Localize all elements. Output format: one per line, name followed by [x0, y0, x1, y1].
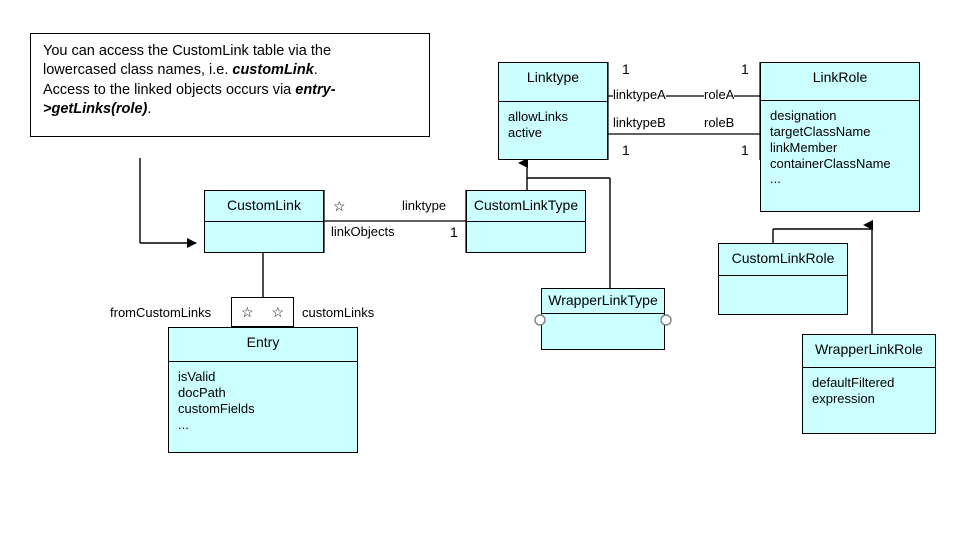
class-wrapper-link-role[interactable]: WrapperLinkRole defaultFiltered expressi… — [802, 334, 936, 434]
class-wrapper-link-role-attributes: defaultFiltered expression — [803, 368, 935, 433]
note-line-4-emphasis: >getLinks(role) — [43, 100, 148, 117]
attribute: customFields — [178, 400, 255, 416]
mult-linktype-a-target: 1 — [741, 61, 749, 77]
note-line-1: You can access the CustomLink table via … — [43, 43, 332, 59]
class-linktype-attributes: allowLinks active — [499, 102, 607, 159]
attribute: containerClassName — [770, 155, 891, 171]
class-linktype-name: Linktype — [526, 69, 580, 85]
class-custom-link-attributes — [205, 222, 323, 252]
role-from-custom-links: fromCustomLinks — [110, 305, 212, 320]
role-linktype-b: linktypeB — [613, 115, 666, 130]
class-wrapper-link-role-name: WrapperLinkRole — [815, 341, 923, 357]
attribute: linkMember — [770, 139, 838, 155]
note-line-4-suffix: . — [147, 100, 152, 117]
mult-custom-link-star: ☆ — [333, 198, 346, 214]
attribute: ... — [770, 171, 781, 187]
class-wrapper-link-type-name: WrapperLinkType — [548, 292, 658, 308]
note-line-2-emphasis: customLink — [232, 62, 314, 79]
mult-custom-link-type: 1 — [450, 224, 458, 240]
class-link-role[interactable]: LinkRole designation targetClassName lin… — [760, 62, 920, 212]
role-role-b: roleB — [704, 115, 735, 130]
attribute: expression — [812, 390, 875, 406]
role-role-a: roleA — [704, 87, 735, 102]
note-line-2-suffix: . — [313, 62, 318, 79]
class-custom-link-divider — [205, 221, 323, 222]
attribute: ... — [178, 416, 189, 432]
role-linktype-a: linktypeA — [613, 87, 666, 102]
class-link-role-name: LinkRole — [812, 69, 868, 85]
class-entry[interactable]: Entry isValid docPath customFields ... — [168, 327, 358, 453]
class-link-role-divider — [761, 100, 919, 101]
class-linktype-divider — [499, 101, 607, 102]
attribute: isValid — [178, 369, 216, 384]
mult-custom-links-star: ☆ — [271, 304, 285, 320]
class-wrapper-link-type[interactable]: WrapperLinkType — [541, 288, 665, 350]
role-custom-links: customLinks — [302, 305, 375, 320]
class-custom-link-role-attributes — [719, 276, 847, 314]
attribute: designation — [770, 108, 837, 123]
class-custom-link-type[interactable]: CustomLinkType — [466, 190, 586, 253]
class-entry-divider — [169, 361, 357, 362]
entry-association-multiplicity-box: ☆ ☆ — [231, 297, 294, 327]
class-custom-link-role-divider — [719, 275, 847, 276]
mult-linktype-a-source: 1 — [622, 61, 630, 77]
class-custom-link[interactable]: CustomLink — [204, 190, 324, 253]
class-custom-link-type-attributes — [467, 222, 585, 252]
attribute: defaultFiltered — [812, 375, 895, 390]
class-entry-name: Entry — [246, 334, 280, 350]
mult-linktype-b-source: 1 — [622, 142, 630, 158]
attribute: allowLinks — [508, 109, 568, 124]
class-custom-link-name: CustomLink — [227, 197, 301, 213]
class-custom-link-role-name: CustomLinkRole — [731, 250, 835, 266]
attribute: docPath — [178, 384, 226, 400]
class-entry-attributes: isValid docPath customFields ... — [169, 362, 357, 452]
class-wrapper-link-role-divider — [803, 367, 935, 368]
role-link-objects: linkObjects — [331, 224, 395, 239]
class-custom-link-type-divider — [467, 221, 585, 222]
role-linktype: linktype — [402, 198, 447, 213]
attribute: targetClassName — [770, 123, 871, 139]
class-wrapper-link-type-attributes — [542, 314, 664, 349]
class-linktype[interactable]: Linktype allowLinks active — [498, 62, 608, 160]
note-line-3-prefix: Access to the linked objects occurs via — [43, 81, 296, 98]
class-custom-link-role[interactable]: CustomLinkRole — [718, 243, 848, 315]
class-custom-link-type-name: CustomLinkType — [473, 197, 579, 213]
note-line-3-emphasis: entry- — [295, 81, 336, 98]
mult-linktype-b-target: 1 — [741, 142, 749, 158]
explanatory-note: You can access the CustomLink table via … — [30, 33, 430, 137]
note-line-2-prefix: lowercased class names, i.e. — [43, 62, 233, 79]
class-wrapper-link-type-divider — [542, 313, 664, 314]
attribute: active — [508, 124, 542, 140]
class-link-role-attributes: designation targetClassName linkMember c… — [761, 101, 919, 211]
mult-from-custom-links-star: ☆ — [240, 304, 254, 320]
